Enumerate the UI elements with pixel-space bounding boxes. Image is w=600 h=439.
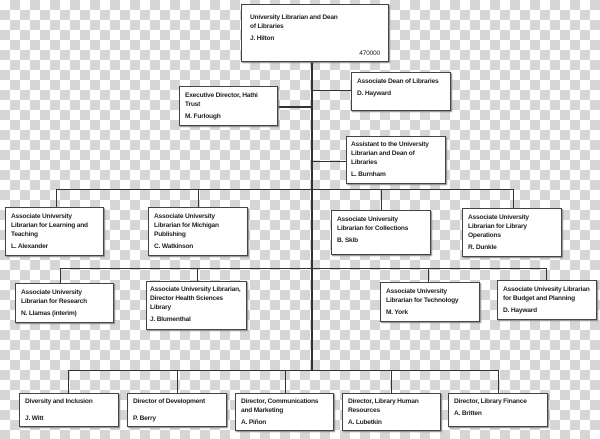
row1-stub: [198, 189, 199, 207]
person-name: D. Hayward: [357, 90, 391, 97]
org-box-communications: Director, Communications and Marketing A…: [235, 393, 334, 431]
position-title: Director of Development: [133, 398, 205, 405]
person-name: A. Piñon: [241, 419, 267, 426]
person-name: A. Lubetkin: [348, 419, 382, 426]
row2-stub: [60, 268, 61, 283]
org-box-michigan-publishing: Associate University Librarian for Michi…: [148, 207, 248, 256]
row2-stub: [197, 268, 198, 281]
connector-assistant: [312, 161, 346, 162]
position-title: Director, Communications and Marketing: [241, 398, 319, 414]
row3-stub: [498, 370, 499, 393]
person-name: D. Hayward: [503, 307, 537, 314]
position-title: Associate University Librarian for Michi…: [154, 213, 219, 238]
org-box-budget-planning: Associate Univesity Librarian for Budget…: [497, 280, 597, 320]
person-name: J. Witt: [25, 415, 44, 422]
position-title: Associate University Librarian, Director…: [150, 286, 241, 311]
position-title: Associate University Librarian for Libra…: [468, 214, 529, 239]
org-box-associate-dean: Associate Dean of Libraries D. Hayward: [351, 72, 451, 111]
person-name: B. Skib: [337, 237, 358, 244]
row3-stub: [177, 370, 178, 393]
org-box-library-operations: Associate University Librarian for Libra…: [462, 208, 562, 257]
position-title: Executive Director, Hathi Trust: [185, 92, 258, 108]
position-title: Associate Dean of Libraries: [357, 78, 439, 85]
person-name: P. Berry: [133, 415, 156, 422]
person-name: J. Hilton: [250, 35, 275, 42]
person-name: L. Alexander: [11, 243, 48, 250]
position-title: Assistant to the University Librarian an…: [351, 141, 429, 166]
org-box-library-finance: Director, Library Finance A. Britten: [448, 393, 548, 427]
position-title: Associate University Librarian for Techn…: [386, 288, 459, 304]
person-name: N. Llamas (interim): [21, 310, 77, 317]
person-name: R. Dunkle: [468, 244, 497, 251]
row2-bus-line: [60, 268, 547, 269]
row3-stub: [68, 370, 69, 393]
org-box-technology: Associate University Librarian for Techn…: [380, 282, 480, 322]
position-title: Associate Univesity Librarian for Budget…: [503, 286, 590, 302]
connector-hathi: [277, 106, 312, 108]
org-box-diversity-inclusion: Diversity and Inclusion J. Witt: [19, 393, 119, 427]
person-name: L. Burnham: [351, 171, 386, 178]
person-name: C. Watkinson: [154, 243, 194, 250]
position-title: Diversity and Inclusion: [25, 398, 93, 405]
org-box-hathi-trust: Executive Director, Hathi Trust M. Furlo…: [179, 86, 278, 126]
position-title: University Librarian and Dean of Librari…: [250, 14, 338, 30]
org-box-assistant: Assistant to the University Librarian an…: [346, 136, 446, 184]
position-title: Associate University Librarian for Learn…: [11, 213, 88, 238]
arrow-head-icon: [309, 61, 315, 65]
row2-stub: [546, 268, 547, 280]
org-box-development: Director of Development P. Berry: [127, 393, 227, 427]
org-box-university-librarian: University Librarian and Dean of Librari…: [241, 4, 389, 62]
position-title: Director, Library Human Resources: [348, 398, 419, 414]
row3-stub: [391, 370, 392, 393]
connector-assoc-dean: [312, 90, 351, 91]
org-box-human-resources: Director, Library Human Resources A. Lub…: [342, 393, 441, 431]
position-title: Associate University Librarian for Colle…: [337, 216, 409, 232]
position-title: Director, Library Finance: [454, 398, 527, 405]
position-title: Associate University Librarian for Resea…: [21, 289, 87, 305]
row3-bus-line: [68, 370, 499, 371]
person-name: J. Blumenthal: [150, 316, 191, 323]
row1-bus-line: [56, 189, 514, 190]
org-box-collections: Associate University Librarian for Colle…: [331, 210, 431, 255]
row1-stub: [513, 189, 514, 208]
person-name: M. York: [386, 309, 408, 316]
row2-stub: [428, 268, 429, 282]
row1-stub: [381, 189, 382, 210]
org-box-learning-teaching: Associate University Librarian for Learn…: [5, 207, 104, 256]
org-code: 470000: [359, 50, 380, 57]
org-box-health-sciences: Associate University Librarian, Director…: [146, 281, 247, 330]
person-name: A. Britten: [454, 410, 482, 417]
main-trunk-line: [311, 61, 313, 371]
row3-stub: [285, 370, 286, 393]
person-name: M. Furlough: [185, 113, 221, 120]
org-box-research: Associate University Librarian for Resea…: [15, 283, 114, 323]
row1-stub: [56, 189, 57, 207]
